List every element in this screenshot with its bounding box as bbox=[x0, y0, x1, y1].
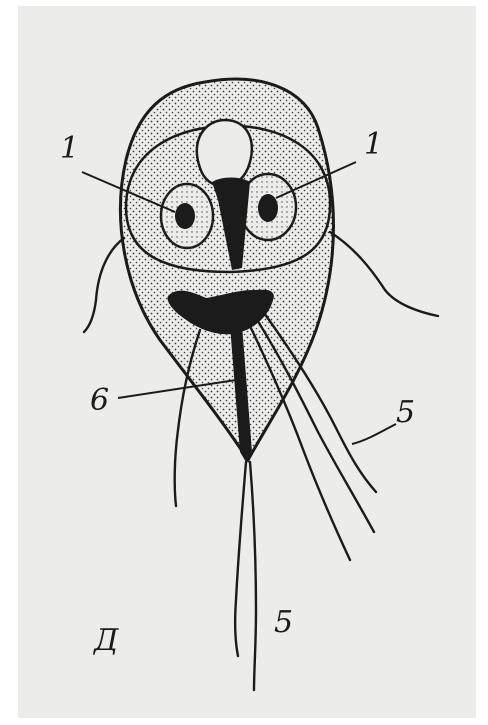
flagellum-anterior-right bbox=[330, 232, 438, 316]
label-1-right: 1 bbox=[364, 127, 383, 162]
flagellum-anterior-left bbox=[84, 238, 124, 332]
leader-5-right bbox=[352, 424, 396, 444]
flagellum-caudal-1 bbox=[235, 462, 246, 656]
label-6: 6 bbox=[90, 383, 109, 418]
flagellum-posterolateral-1 bbox=[256, 318, 374, 532]
label-5-bottom: 5 bbox=[274, 605, 293, 640]
flagellum-caudal-2 bbox=[250, 462, 256, 690]
nucleolus-right bbox=[258, 194, 278, 222]
label-1-left: 1 bbox=[60, 131, 79, 166]
nucleolus-left bbox=[175, 203, 195, 229]
panel-letter: Д bbox=[92, 623, 119, 658]
label-5-right: 5 bbox=[396, 395, 415, 430]
anterior-loop bbox=[197, 120, 252, 186]
